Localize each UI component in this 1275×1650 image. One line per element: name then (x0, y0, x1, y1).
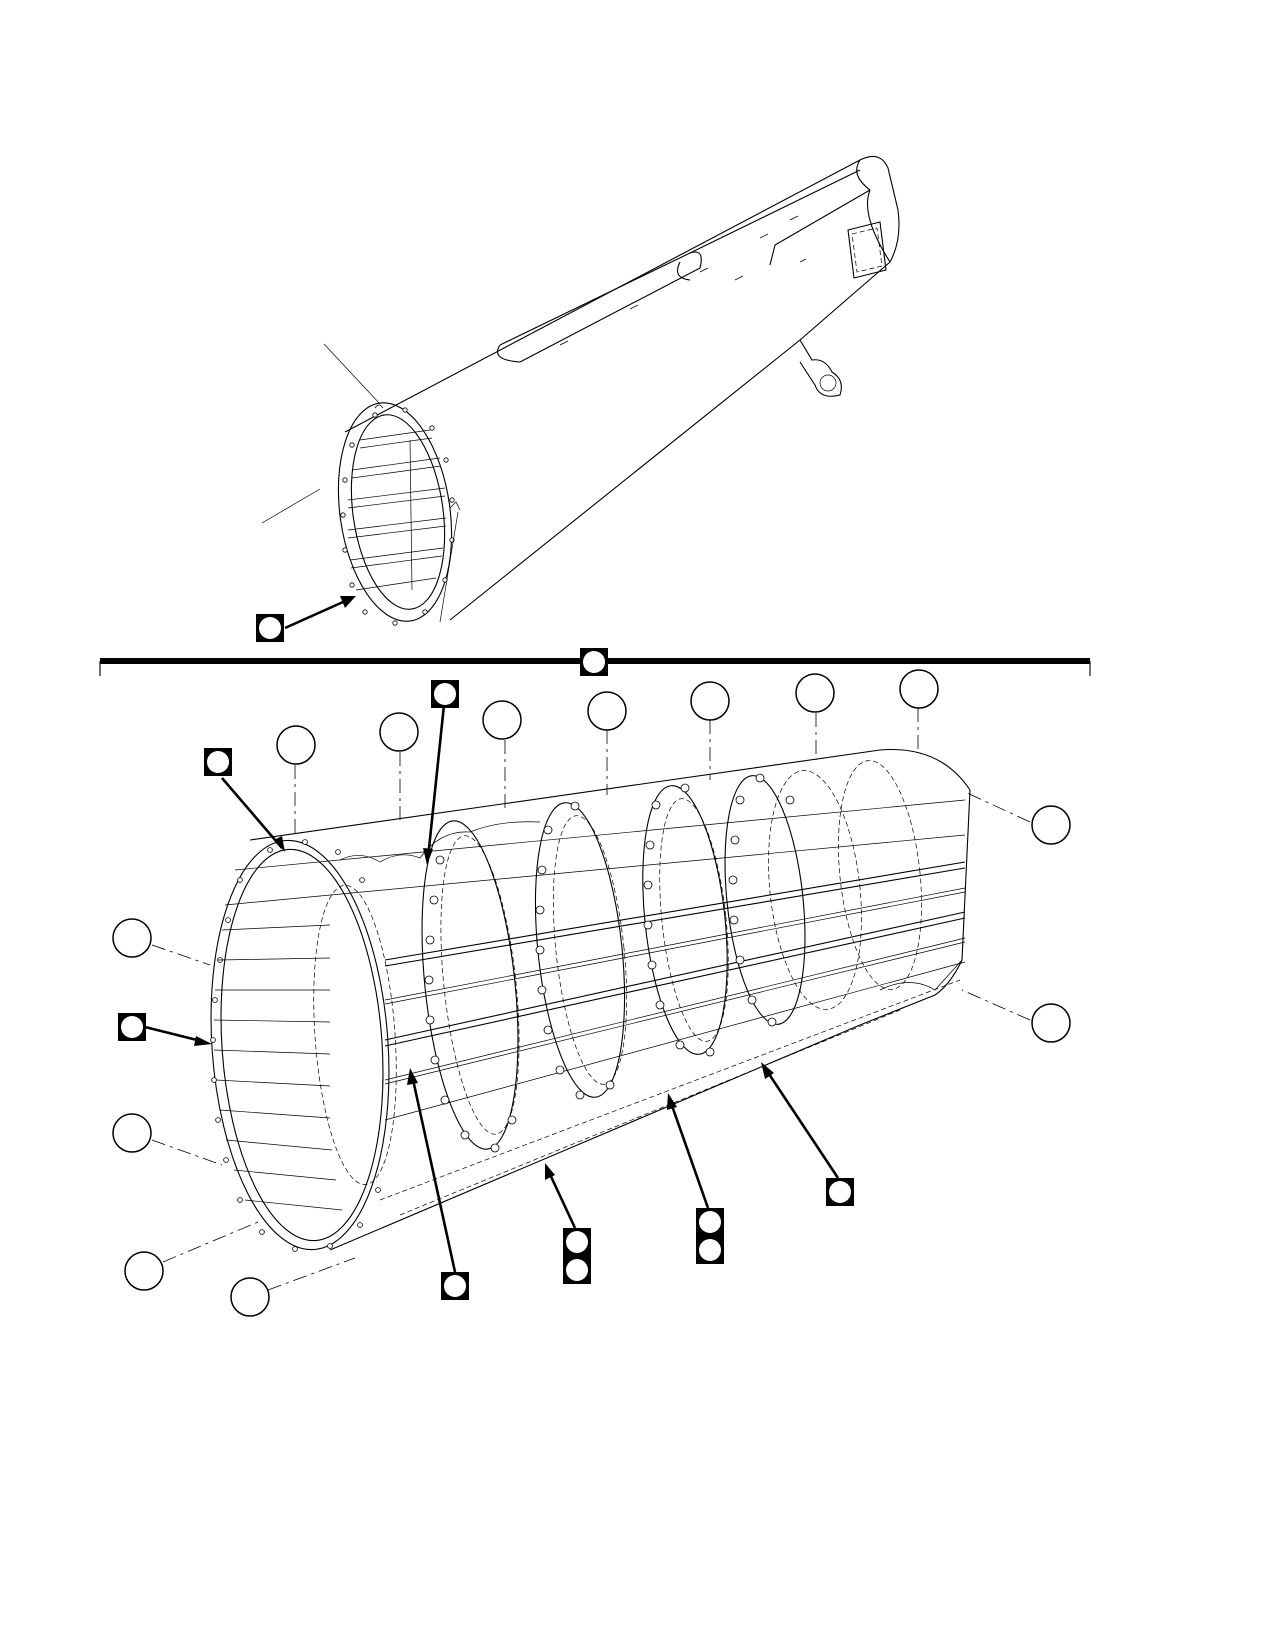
section-divider (99, 648, 1091, 676)
frame-holes (424, 773, 795, 1153)
callout-boxed-group (118, 680, 854, 1300)
upper-tail-boom-view (256, 155, 900, 642)
callout-divider (580, 648, 608, 676)
callout-upper-assembly (256, 614, 284, 642)
callout-circle-group (112, 669, 1071, 1317)
lower-structure-view (112, 669, 1071, 1317)
